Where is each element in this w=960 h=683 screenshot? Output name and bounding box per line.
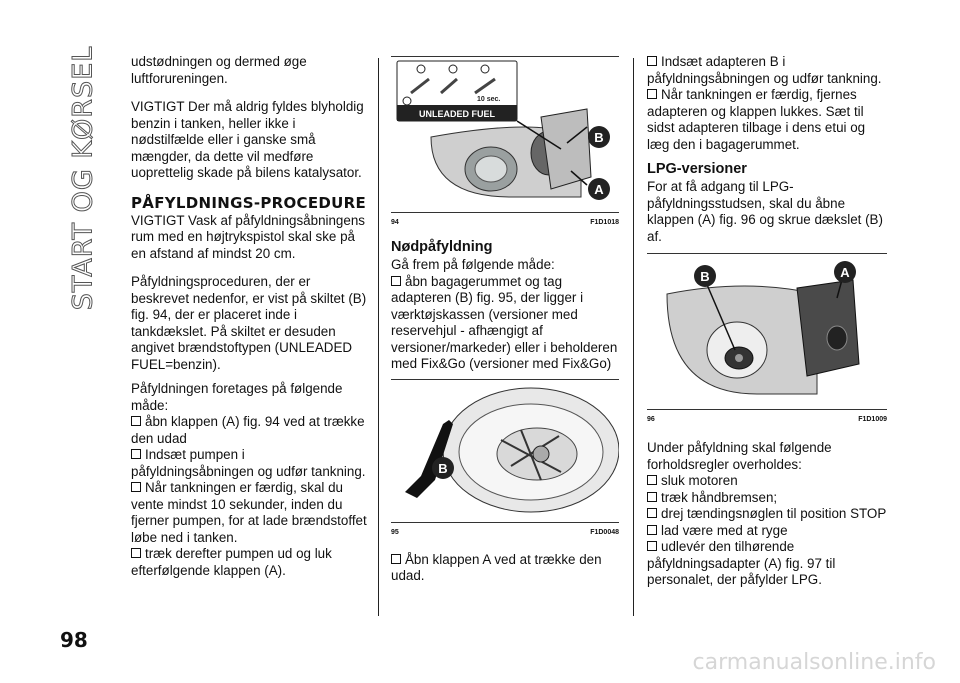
text-column-3: Indsæt adapteren B i påfyldningsåbningen… (647, 54, 887, 589)
list-item: drej tændingsnøglen til position STOP (647, 506, 887, 523)
paragraph: Gå frem på følgende måde: (391, 257, 555, 272)
paragraph: VIGTIGT Vask af påfyldningsåbningens rum… (131, 212, 365, 261)
section-heading: LPG-versioner (647, 161, 747, 177)
checkbox-bullet-icon (647, 89, 657, 99)
plate-fuel-label: UNLEADED FUEL (419, 109, 496, 119)
checkbox-bullet-icon (647, 491, 657, 502)
callout-b: B (700, 269, 709, 284)
list-item: Når tankningen er færdig, fjernes adapte… (647, 87, 866, 152)
checkbox-bullet-icon (647, 475, 657, 485)
list-item: sluk motoren (647, 473, 887, 490)
checkbox-bullet-icon (647, 524, 657, 535)
lpg-filler-illustration: B A (666, 261, 860, 395)
text-column-1: udstødningen og dermed øge luftforurenin… (131, 54, 367, 579)
list-item: lad være med at ryge (647, 523, 887, 540)
list-item: Indsæt adapteren B i påfyldningsåbningen… (647, 54, 882, 86)
list-item: Indsæt pumpen i påfyldningsåbningen og u… (131, 447, 366, 479)
paragraph: Påfyldningen foretages på følgende måde: (131, 381, 343, 413)
paragraph: For at få adgang til LPG-påfyldningsstud… (647, 179, 883, 244)
list-item: åbn bagagerummet og tag adapteren (B) fi… (391, 273, 618, 371)
paragraph: Påfyldningsproceduren, der er beskrevet … (131, 274, 367, 372)
paragraph: Under påfyldning skal følgende forholdsr… (647, 440, 832, 472)
checkbox-bullet-icon (391, 553, 401, 564)
checkbox-bullet-icon (131, 416, 141, 426)
checkbox-bullet-icon (391, 275, 401, 286)
column-divider (378, 58, 379, 616)
callout-b: B (594, 130, 603, 145)
list-item: udlevér den tilhørende påfyldningsadapte… (647, 539, 836, 587)
list-item: træk håndbremsen; (647, 490, 887, 507)
callout-a: A (840, 265, 850, 280)
checkbox-bullet-icon (131, 449, 141, 459)
watermark: carmanualsonline.info (692, 650, 936, 675)
plate-time-label: 10 sec. (477, 96, 500, 103)
column-divider (633, 58, 634, 616)
spare-wheel-toolbox-illustration: B (405, 387, 620, 512)
checkbox-bullet-icon (131, 548, 141, 558)
checkbox-bullet-icon (131, 482, 141, 492)
section-heading: Nødpåfyldning (391, 239, 493, 255)
paragraph: VIGTIGT Der må aldrig fyldes blyholdig b… (131, 99, 364, 180)
list-item: åbn klappen (A) fig. 94 ved at trække de… (131, 414, 365, 446)
list-item: Åbn klappen A ved at trække den udad. (391, 551, 602, 583)
checkbox-bullet-icon (647, 56, 657, 66)
list-item: træk derefter pumpen ud og luk efterfølg… (131, 546, 332, 578)
list-item: Når tankningen er færdig, skal du vente … (131, 480, 367, 545)
fuel-flap-illustration: UNLEADED FUEL 10 sec. B A (396, 60, 610, 200)
paragraph: udstødningen og dermed øge luftforurenin… (131, 54, 307, 86)
checkbox-bullet-icon (647, 541, 657, 551)
callout-b: B (438, 461, 447, 476)
page-number: 98 (60, 628, 88, 652)
callout-a: A (594, 182, 604, 197)
section-heading: PÅFYLDNINGS-PROCEDURE (131, 193, 367, 212)
checkbox-bullet-icon (647, 508, 657, 518)
section-side-title: START OG KØRSEL (67, 45, 99, 311)
